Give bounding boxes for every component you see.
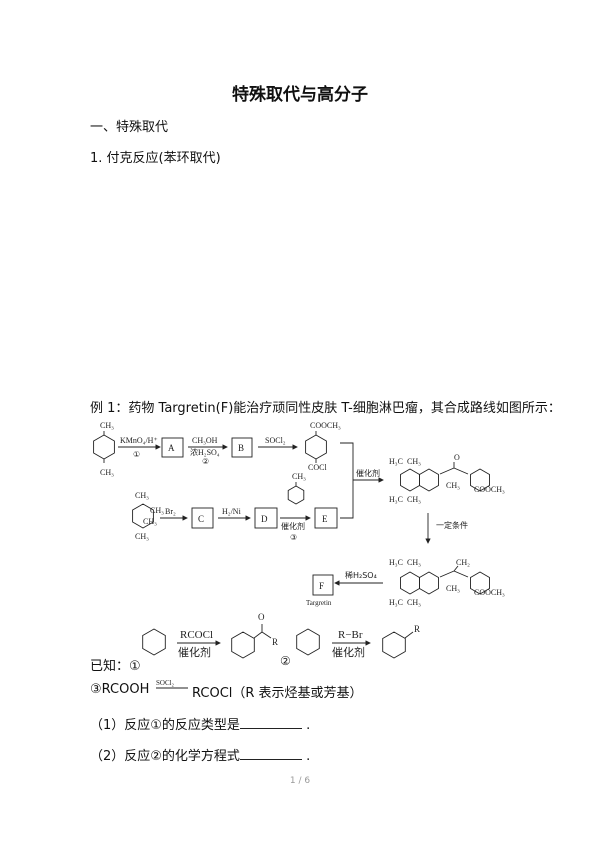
label-c: C — [198, 514, 204, 524]
label-r: R — [414, 624, 420, 634]
label-cocl: COCl — [308, 463, 327, 472]
label-ch3: CH₃ — [100, 468, 114, 477]
known-3-product: RCOCl（R 表示烃基或芳基） — [192, 686, 363, 701]
benzene-ring — [305, 434, 327, 460]
label-d: D — [261, 514, 268, 524]
label-h2so4: 浓H₂SO₄ — [190, 448, 220, 457]
label-ch3: CH₃ — [292, 472, 306, 481]
label-h3c: H₃C — [389, 598, 403, 607]
label-ch3: CH₃ — [407, 457, 421, 466]
label-condition: 一定条件 — [436, 520, 468, 530]
bond — [453, 467, 469, 475]
label-f: F — [319, 581, 324, 591]
known-label: 已知：① — [90, 659, 141, 674]
label-h3c: H₃C — [389, 457, 403, 466]
benzene-ring — [93, 434, 115, 460]
bond — [253, 631, 263, 639]
benzene-ring — [419, 468, 439, 492]
question-end: . — [306, 749, 311, 764]
bond — [439, 570, 455, 578]
benzene-ring — [400, 468, 420, 492]
bond — [439, 467, 455, 475]
label-catalyst: 催化剂 — [332, 645, 365, 659]
box-f — [312, 574, 334, 596]
box-d — [254, 507, 278, 529]
label-ch3: CH₃ — [446, 584, 460, 593]
label-ch3: CH₃ — [150, 506, 164, 515]
bond — [404, 631, 414, 639]
box-e — [314, 507, 338, 529]
question-end: . — [306, 718, 311, 733]
bond — [453, 570, 469, 578]
question-2: （2）反应②的化学方程式 . — [90, 745, 310, 764]
label-r: R — [272, 637, 278, 647]
benzene-ring — [287, 485, 305, 505]
label-ch3: CH₃ — [135, 491, 149, 500]
label-ch3oh: CH₃OH — [192, 436, 218, 445]
label-known-2: ② — [280, 654, 291, 668]
label-b: B — [238, 443, 244, 453]
label-dilute-h2so4: 稀H₂SO₄ — [345, 570, 377, 580]
label-ch3: CH₃ — [135, 532, 149, 541]
benzene-ring — [470, 468, 490, 492]
label-ch2: CH₂ — [456, 558, 470, 567]
label-br2: Br₂ — [165, 507, 176, 516]
question-1: （1）反应①的反应类型是 . — [90, 714, 310, 733]
label-ch3: CH₃ — [407, 598, 421, 607]
benzene-ring — [470, 571, 490, 595]
answer-blank[interactable] — [239, 747, 302, 760]
question-text: （2）反应②的化学方程式 — [90, 749, 240, 764]
box-c — [191, 507, 214, 529]
label-step2: ② — [202, 457, 209, 466]
label-a: A — [168, 443, 175, 453]
benzene-ring — [132, 503, 154, 529]
benzene-ring — [400, 571, 420, 595]
benzene-ring — [142, 628, 166, 656]
label-rcocl: RCOCl — [180, 629, 213, 641]
label-cooch3: COOCH₃ — [474, 485, 505, 494]
label-cooch3: COOCH₃ — [474, 588, 505, 597]
benzene-ring — [231, 631, 255, 659]
benzene-ring — [419, 571, 439, 595]
label-h3c: H₃C — [389, 495, 403, 504]
label-step3: ③ — [290, 533, 297, 542]
page-title: 特殊取代与高分子 — [232, 85, 368, 105]
label-o: O — [258, 612, 265, 622]
label-ch3: CH₃ — [143, 517, 157, 526]
section-heading: 一、特殊取代 — [90, 120, 169, 135]
example-prompt: 例 1：药物 Targretin(F)能治疗顽同性皮肤 T-细胞淋巴瘤，其合成路… — [90, 401, 561, 416]
benzene-ring — [382, 631, 406, 659]
label-ch3: CH₃ — [446, 481, 460, 490]
label-socl2: SOCl₂ — [265, 436, 286, 445]
subsection-heading: 1. 付克反应(苯环取代) — [90, 151, 221, 166]
label-catalyst: 催化剂 — [281, 521, 305, 531]
answer-blank[interactable] — [239, 716, 302, 729]
label-ch3: CH₃ — [407, 495, 421, 504]
box-b — [231, 437, 253, 458]
benzene-ring — [296, 628, 320, 656]
label-ch3: CH₃ — [100, 421, 114, 430]
bond — [453, 565, 459, 572]
label-h2ni: H₂/Ni — [222, 507, 242, 516]
label-h3c: H₃C — [389, 558, 403, 567]
label-o: O — [454, 453, 460, 462]
question-text: （1）反应①的反应类型是 — [90, 718, 240, 733]
label-e: E — [322, 514, 328, 524]
merge-bracket — [340, 442, 354, 519]
known-3-reactant: ③RCOOH — [90, 682, 150, 697]
label-socl2: SOCl₂ — [156, 679, 175, 687]
label-catalyst: 催化剂 — [178, 645, 211, 659]
label-catalyst: 催化剂 — [356, 468, 380, 478]
label-targretin: Targretin — [306, 599, 332, 607]
label-cooch3: COOCH₃ — [310, 421, 341, 430]
label-kmno4: KMnO₄/H⁺ — [120, 436, 158, 445]
box-a — [161, 437, 184, 458]
label-step1: ① — [133, 450, 140, 459]
page-number: 1 / 6 — [289, 776, 311, 786]
label-ch3: CH₃ — [407, 558, 421, 567]
bond — [261, 631, 272, 639]
label-rbr: R−Br — [338, 629, 363, 641]
